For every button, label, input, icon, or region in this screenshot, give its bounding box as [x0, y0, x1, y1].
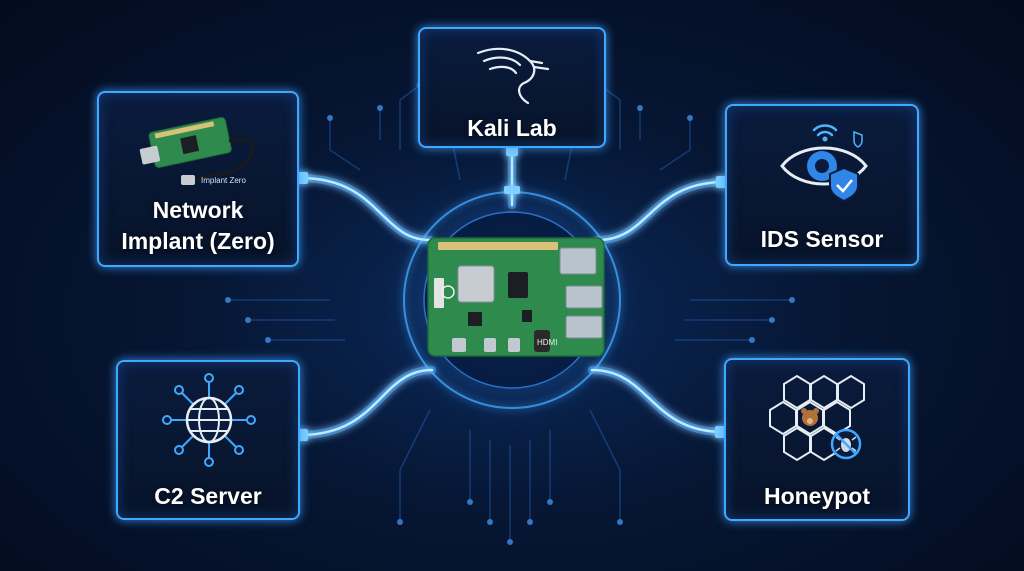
- icon-caption: Implant Zero: [201, 176, 246, 185]
- connector-plugs: [298, 147, 726, 441]
- node-label: C2 Server: [154, 483, 262, 509]
- eye-shield-icon: [780, 124, 868, 203]
- bear-icon: [801, 408, 819, 426]
- honeycomb-icon: [769, 374, 865, 462]
- node-label-line1: Network: [152, 197, 244, 223]
- raspberry-pi-board: [427, 237, 605, 357]
- kali-dragon-icon: [476, 47, 550, 105]
- node-c2-server[interactable]: C2 Server: [116, 360, 300, 520]
- globe-network-icon: [162, 373, 256, 467]
- hub-port-label: HDMI: [537, 338, 557, 347]
- node-label: IDS Sensor: [760, 226, 884, 252]
- pi-zero-board-icon: Implant Zero: [139, 116, 255, 185]
- node-label: Kali Lab: [467, 115, 557, 141]
- node-kali-lab[interactable]: Kali Lab: [418, 27, 606, 148]
- blocked-bug-icon: [830, 428, 862, 460]
- node-label-line2: Implant (Zero): [121, 228, 275, 254]
- connectors: [296, 144, 729, 439]
- node-label: Network Implant (Zero): [99, 195, 297, 257]
- node-ids-sensor[interactable]: IDS Sensor: [725, 104, 919, 266]
- node-honeypot[interactable]: Honeypot: [724, 358, 910, 521]
- node-network-implant[interactable]: Implant Zero Network Implant (Zero): [97, 91, 299, 267]
- node-label: Honeypot: [763, 483, 871, 509]
